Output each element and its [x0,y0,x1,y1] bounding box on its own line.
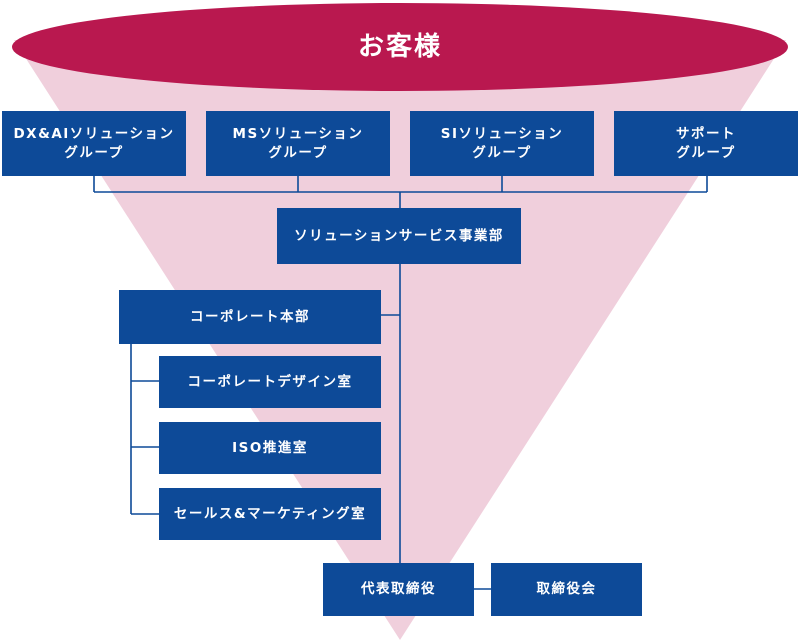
office-corporate-design: コーポレートデザイン室 [159,356,381,408]
division-label: ソリューションサービス事業部 [294,227,504,244]
board-label: 取締役会 [536,581,597,597]
group-ms-line1: MSソリューション [232,125,364,142]
group-si-line1: SIソリューション [440,125,564,142]
group-dx-ai: DX&AIソリューション グループ [2,111,186,176]
connector-lines [93,176,708,590]
office-sales-marketing-label: セールス&マーケティング室 [173,505,367,522]
group-dx-ai-line1: DX&AIソリューション [13,125,175,142]
group-support-line1: サポート [676,125,736,142]
group-dx-ai-line2: グループ [64,144,124,161]
group-ms-line2: グループ [268,144,328,161]
solution-service-division: ソリューションサービス事業部 [277,208,521,264]
corporate-label: コーポレート本部 [190,308,310,325]
group-ms: MSソリューション グループ [206,111,390,176]
office-sales-marketing: セールス&マーケティング室 [159,488,381,540]
office-iso-promotion: ISO推進室 [159,422,381,474]
group-si: SIソリューション グループ [410,111,594,176]
board-box: 取締役会 [491,563,642,616]
group-support: サポート グループ [614,111,798,176]
office-iso-promotion-label: ISO推進室 [232,439,308,456]
ceo-label: 代表取締役 [361,581,436,597]
customer-label: お客様 [357,32,442,62]
group-support-line2: グループ [676,144,736,161]
ceo-box: 代表取締役 [323,563,474,616]
office-corporate-design-label: コーポレートデザイン室 [187,373,353,390]
corporate-headquarters: コーポレート本部 [119,290,381,344]
customer-ellipse [12,3,788,91]
group-si-line2: グループ [472,144,532,161]
